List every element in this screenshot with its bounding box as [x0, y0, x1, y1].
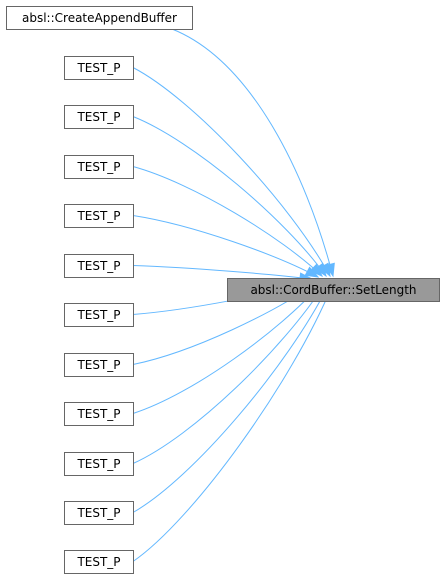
node-test-p[interactable]: TEST_P — [64, 204, 134, 228]
node-box — [64, 402, 134, 426]
node-box — [64, 56, 134, 80]
node-test-p[interactable]: TEST_P — [64, 402, 134, 426]
node-label: TEST_P — [76, 160, 120, 174]
call-edge — [132, 265, 313, 280]
call-edge — [171, 28, 334, 277]
node-box — [64, 353, 134, 377]
call-edge — [132, 284, 325, 464]
call-edge-arrowhead — [304, 266, 320, 278]
node-label: TEST_P — [76, 308, 120, 322]
node-label: TEST_P — [76, 209, 120, 223]
target-node-box — [227, 278, 440, 302]
node-box — [64, 254, 134, 278]
call-edge — [132, 284, 321, 414]
node-test-p[interactable]: TEST_P — [64, 155, 134, 179]
node-box — [64, 550, 134, 574]
node-create-append-buffer[interactable]: absl::CreateAppendBuffer — [6, 6, 193, 30]
node-label: TEST_P — [76, 457, 120, 471]
node-label: TEST_P — [76, 358, 120, 372]
node-box — [64, 105, 134, 129]
call-edge — [132, 166, 323, 277]
node-label: TEST_P — [76, 407, 120, 421]
graph-nodes: absl::CreateAppendBufferTEST_PTEST_PTEST… — [6, 6, 440, 574]
node-label: TEST_P — [76, 110, 120, 124]
node-test-p[interactable]: TEST_P — [64, 353, 134, 377]
node-box — [64, 303, 134, 327]
target-node-label: absl::CordBuffer::SetLength — [250, 283, 416, 297]
call-edge — [132, 285, 333, 562]
node-test-p[interactable]: TEST_P — [64, 501, 134, 525]
node-box — [64, 204, 134, 228]
node-test-p[interactable]: TEST_P — [64, 254, 134, 278]
node-box — [64, 501, 134, 525]
call-edge — [132, 116, 327, 277]
node-label: TEST_P — [76, 61, 120, 75]
node-label: TEST_P — [76, 555, 120, 569]
node-test-p[interactable]: TEST_P — [64, 452, 134, 476]
node-box — [64, 452, 134, 476]
node-box — [64, 155, 134, 179]
call-edge — [132, 215, 319, 278]
call-edge — [132, 285, 329, 513]
node-test-p[interactable]: TEST_P — [64, 56, 134, 80]
node-cord-buffer-set-length[interactable]: absl::CordBuffer::SetLength — [227, 278, 440, 302]
node-label: TEST_P — [76, 506, 120, 520]
node-test-p[interactable]: TEST_P — [64, 303, 134, 327]
node-test-p[interactable]: TEST_P — [64, 105, 134, 129]
node-box — [6, 6, 193, 30]
call-edge-arrowhead — [309, 263, 324, 277]
node-label: TEST_P — [76, 259, 120, 273]
node-test-p[interactable]: TEST_P — [64, 550, 134, 574]
node-label: absl::CreateAppendBuffer — [22, 11, 177, 25]
call-edge — [132, 67, 331, 277]
